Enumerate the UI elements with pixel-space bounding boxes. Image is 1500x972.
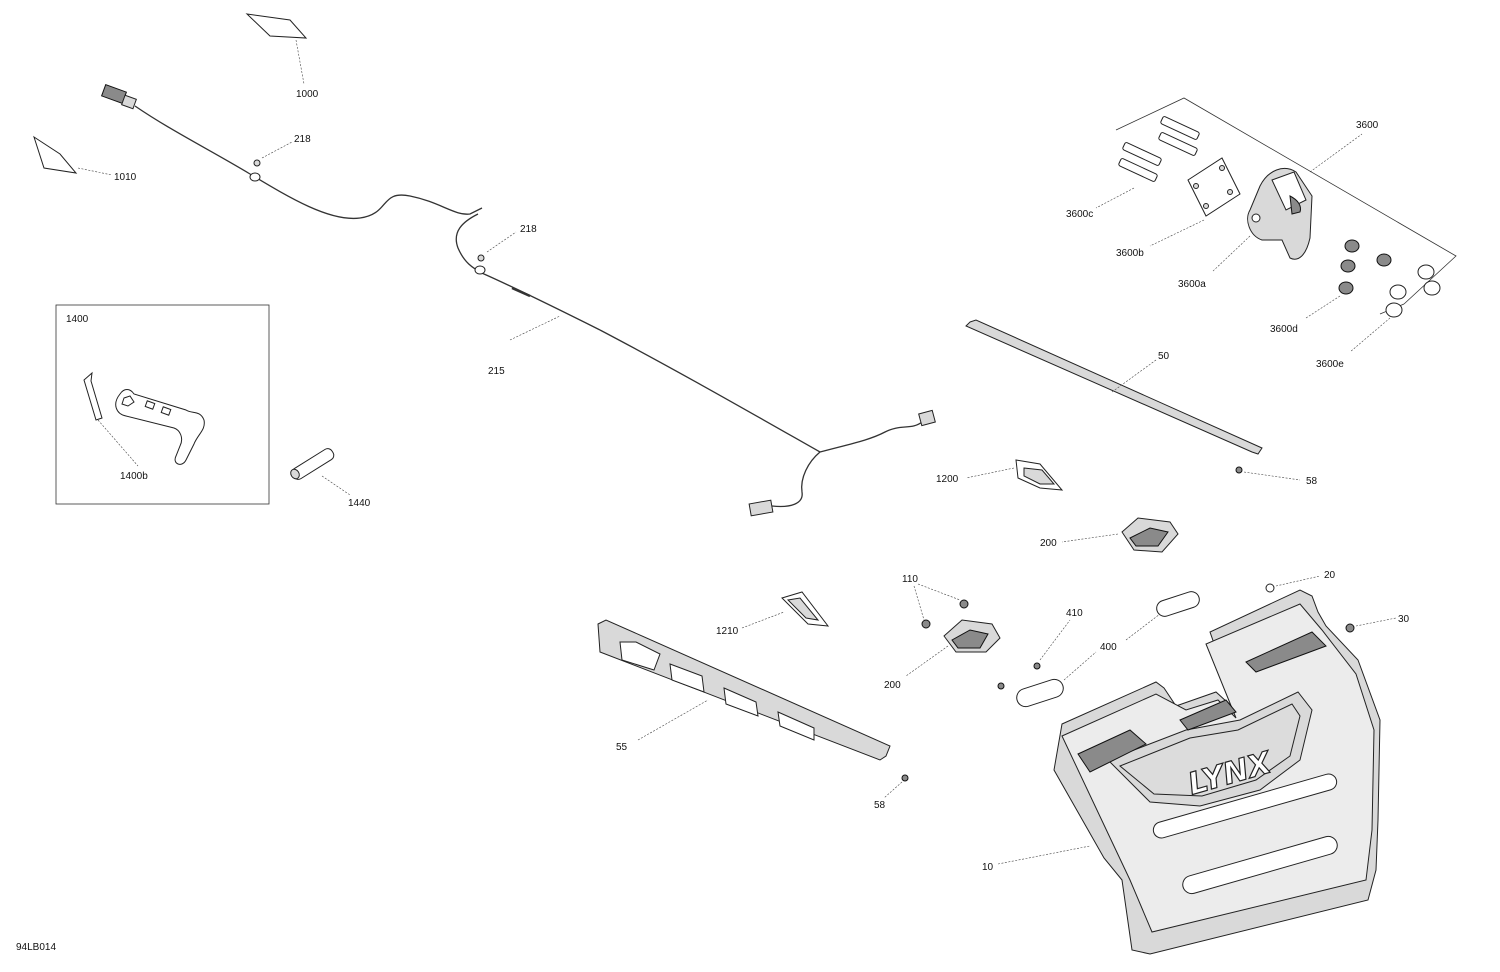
washer-20 xyxy=(1265,575,1321,593)
hitch-body-3600a xyxy=(1211,168,1313,273)
callout-1200: 1200 xyxy=(936,474,959,485)
clip-218-a xyxy=(249,141,293,182)
light-200-lower xyxy=(905,619,1001,677)
callout-3600b: 3600b xyxy=(1116,248,1144,259)
callout-3600a: 3600a xyxy=(1178,279,1206,290)
callout-3600: 3600 xyxy=(1356,120,1379,131)
callout-410: 410 xyxy=(1066,608,1083,619)
callout-30: 30 xyxy=(1398,614,1410,625)
screw-30 xyxy=(1345,617,1397,633)
plate-3600b xyxy=(1149,157,1241,247)
callout-1000: 1000 xyxy=(296,89,319,100)
callout-1010: 1010 xyxy=(114,172,137,183)
light-200-upper xyxy=(1061,517,1179,553)
callout-3600e: 3600e xyxy=(1316,359,1344,370)
decal-1200 xyxy=(965,459,1064,491)
callout-1440: 1440 xyxy=(348,498,371,509)
tool-kit-box-1400 xyxy=(55,304,270,505)
callout-1210: 1210 xyxy=(716,626,739,637)
screw-58-b xyxy=(883,774,909,799)
callout-10: 10 xyxy=(982,862,994,873)
callout-58-b: 58 xyxy=(874,800,886,811)
callout-labels: 1000 1010 218 218 215 1400 1400b 1440 36… xyxy=(16,89,1410,953)
callout-3600c: 3600c xyxy=(1066,209,1093,220)
callout-215: 215 xyxy=(488,366,505,377)
nuts-3600d xyxy=(1305,239,1392,319)
caps-3600e xyxy=(1349,264,1441,353)
side-panel-55 xyxy=(597,619,891,761)
callout-50: 50 xyxy=(1158,351,1170,362)
screws-410 xyxy=(997,619,1071,690)
hitch-assembly-3600 xyxy=(1095,97,1457,353)
label-decal-1010 xyxy=(33,135,113,176)
callout-400: 400 xyxy=(1100,642,1117,653)
wiring-harness-215 xyxy=(100,83,936,517)
leader-215 xyxy=(509,315,561,341)
callout-20: 20 xyxy=(1324,570,1336,581)
clip-218-b xyxy=(474,231,517,275)
nuts-110 xyxy=(913,583,969,629)
rail-50 xyxy=(965,319,1263,455)
bolts-3600c xyxy=(1095,116,1200,209)
lenses-400 xyxy=(1016,591,1200,708)
callout-3600d: 3600d xyxy=(1270,324,1298,335)
callout-200-b: 200 xyxy=(884,680,901,691)
label-decal-1000 xyxy=(245,13,308,85)
callout-218-b: 218 xyxy=(520,224,537,235)
callout-110: 110 xyxy=(902,574,918,585)
decal-1210 xyxy=(741,591,830,629)
drawing-number: 94LB014 xyxy=(16,942,56,953)
callout-58-a: 58 xyxy=(1306,476,1318,487)
callout-1400: 1400 xyxy=(66,314,89,325)
callout-200-a: 200 xyxy=(1040,538,1057,549)
callout-1400b: 1400b xyxy=(120,471,148,482)
callout-218-a: 218 xyxy=(294,134,311,145)
mud-flap-10: LYNX xyxy=(997,589,1381,955)
tool-1440 xyxy=(290,448,351,496)
callout-55: 55 xyxy=(616,742,628,753)
screw-58-a xyxy=(1235,466,1301,481)
